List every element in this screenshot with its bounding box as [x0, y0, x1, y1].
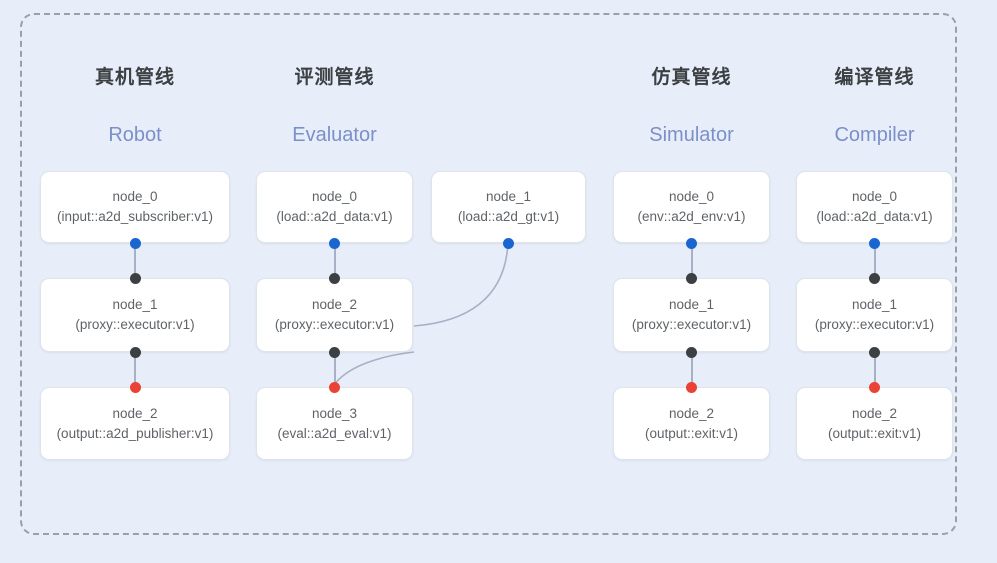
node-type-label: (output::exit:v1)	[644, 425, 739, 441]
pipeline-column-evaluator: 评测管线 Evaluator	[256, 0, 413, 563]
node-box-compiler-node_0[interactable]: node_0(load::a2d_data:v1)	[796, 171, 953, 243]
node-box-robot-node_2[interactable]: node_2(output::a2d_publisher:v1)	[40, 387, 230, 460]
node-name-label: node_1	[668, 297, 715, 312]
dot-robot-out-0[interactable]	[129, 237, 141, 249]
edge-compiler-1	[873, 352, 876, 387]
column-title-cn-evaluator: 评测管线	[294, 67, 375, 88]
node-box-evaluator-node_3[interactable]: node_3(eval::a2d_eval:v1)	[256, 387, 413, 460]
node-box-simulator-node_1[interactable]: node_1(proxy::executor:v1)	[613, 278, 770, 352]
node-type-label: (input::a2d_subscriber:v1)	[56, 209, 214, 224]
edge-robot-0	[134, 243, 136, 278]
node-name-label: node_2	[311, 297, 358, 312]
dot-evaluator-out-0[interactable]	[329, 237, 340, 249]
node-box-robot-node_0[interactable]: node_0(input::a2d_subscriber:v1)	[40, 171, 230, 243]
dot-evaluator-in-1[interactable]	[329, 381, 340, 393]
dot-simulator-out-1[interactable]	[686, 346, 697, 358]
node-name-label: node_0	[851, 189, 898, 204]
node-name-label: node_0	[668, 189, 715, 204]
node-name-label: node_3	[311, 405, 358, 421]
node-name-label: node_1	[485, 189, 532, 204]
dot-simulator-in-0[interactable]	[686, 272, 697, 284]
node-type-label: (proxy::executor:v1)	[814, 317, 935, 332]
column-title-cn-compiler: 编译管线	[834, 67, 915, 88]
edge-evaluator-0	[333, 243, 336, 278]
edge-robot-1	[134, 352, 136, 387]
dot-simulator-out-0[interactable]	[686, 237, 697, 249]
node-box-evaluator-node_0[interactable]: node_0(load::a2d_data:v1)	[256, 171, 413, 243]
node-type-label: (env::a2d_env:v1)	[637, 209, 746, 224]
node-box-compiler-node_1[interactable]: node_1(proxy::executor:v1)	[796, 278, 953, 352]
node-name-label: node_0	[311, 189, 358, 204]
node-box-compiler-node_2[interactable]: node_2(output::exit:v1)	[796, 387, 953, 460]
node-name-label: node_1	[851, 297, 898, 312]
column-title-en-simulator: Simulator	[649, 124, 734, 146]
node-name-label: node_2	[851, 405, 898, 421]
edge-compiler-0	[873, 243, 876, 278]
node-type-label: (proxy::executor:v1)	[631, 317, 752, 332]
dot-evaluator-out-1[interactable]	[329, 346, 340, 358]
column-title-en-compiler: Compiler	[834, 124, 915, 146]
node-box-evaluator-node_1[interactable]: node_1(load::a2d_gt:v1)	[431, 171, 586, 243]
node-type-label: (load::a2d_data:v1)	[276, 209, 393, 224]
dot-compiler-in-0[interactable]	[869, 272, 880, 284]
pipeline-column-compiler: 编译管线 Compiler	[796, 0, 953, 563]
node-type-label: (output::exit:v1)	[827, 425, 922, 441]
column-title-en-evaluator: Evaluator	[292, 124, 377, 146]
column-title-cn-simulator: 仿真管线	[651, 67, 732, 88]
dot-compiler-in-1[interactable]	[869, 381, 880, 393]
column-title-cn-robot: 真机管线	[94, 67, 175, 88]
node-box-robot-node_1[interactable]: node_1(proxy::executor:v1)	[40, 278, 230, 352]
node-type-label: (load::a2d_data:v1)	[816, 209, 933, 224]
edge-evaluator-1	[333, 352, 336, 387]
edge-simulator-0	[690, 243, 693, 278]
pipeline-column-simulator: 仿真管线 Simulator	[613, 0, 770, 563]
node-box-simulator-node_0[interactable]: node_0(env::a2d_env:v1)	[613, 171, 770, 243]
node-type-label: (eval::a2d_eval:v1)	[277, 425, 392, 441]
dot-robot-out-1[interactable]	[129, 346, 141, 358]
column-title-en-robot: Robot	[108, 124, 162, 146]
node-name-label: node_0	[112, 189, 158, 204]
node-type-label: (proxy::executor:v1)	[75, 317, 195, 332]
diagram-outer-frame	[20, 13, 957, 535]
node-type-label: (output::a2d_publisher:v1)	[56, 425, 214, 441]
pipeline-column-robot: 真机管线 Robot	[40, 0, 230, 563]
dot-robot-in-1[interactable]	[129, 381, 141, 393]
node-name-label: node_1	[112, 297, 158, 312]
dot-compiler-out-1[interactable]	[869, 346, 880, 358]
node-type-label: (load::a2d_gt:v1)	[457, 209, 560, 224]
node-name-label: node_2	[112, 405, 158, 421]
dot-evaluator-extra-out-0[interactable]	[503, 237, 514, 249]
dot-robot-in-0[interactable]	[129, 272, 141, 284]
dot-compiler-out-0[interactable]	[869, 237, 880, 249]
node-type-label: (proxy::executor:v1)	[274, 317, 395, 332]
edge-simulator-1	[690, 352, 693, 387]
node-box-evaluator-node_2[interactable]: node_2(proxy::executor:v1)	[256, 278, 413, 352]
node-name-label: node_2	[668, 405, 715, 421]
dot-simulator-in-1[interactable]	[686, 381, 697, 393]
dot-evaluator-in-0[interactable]	[329, 272, 340, 284]
node-box-simulator-node_2[interactable]: node_2(output::exit:v1)	[613, 387, 770, 460]
